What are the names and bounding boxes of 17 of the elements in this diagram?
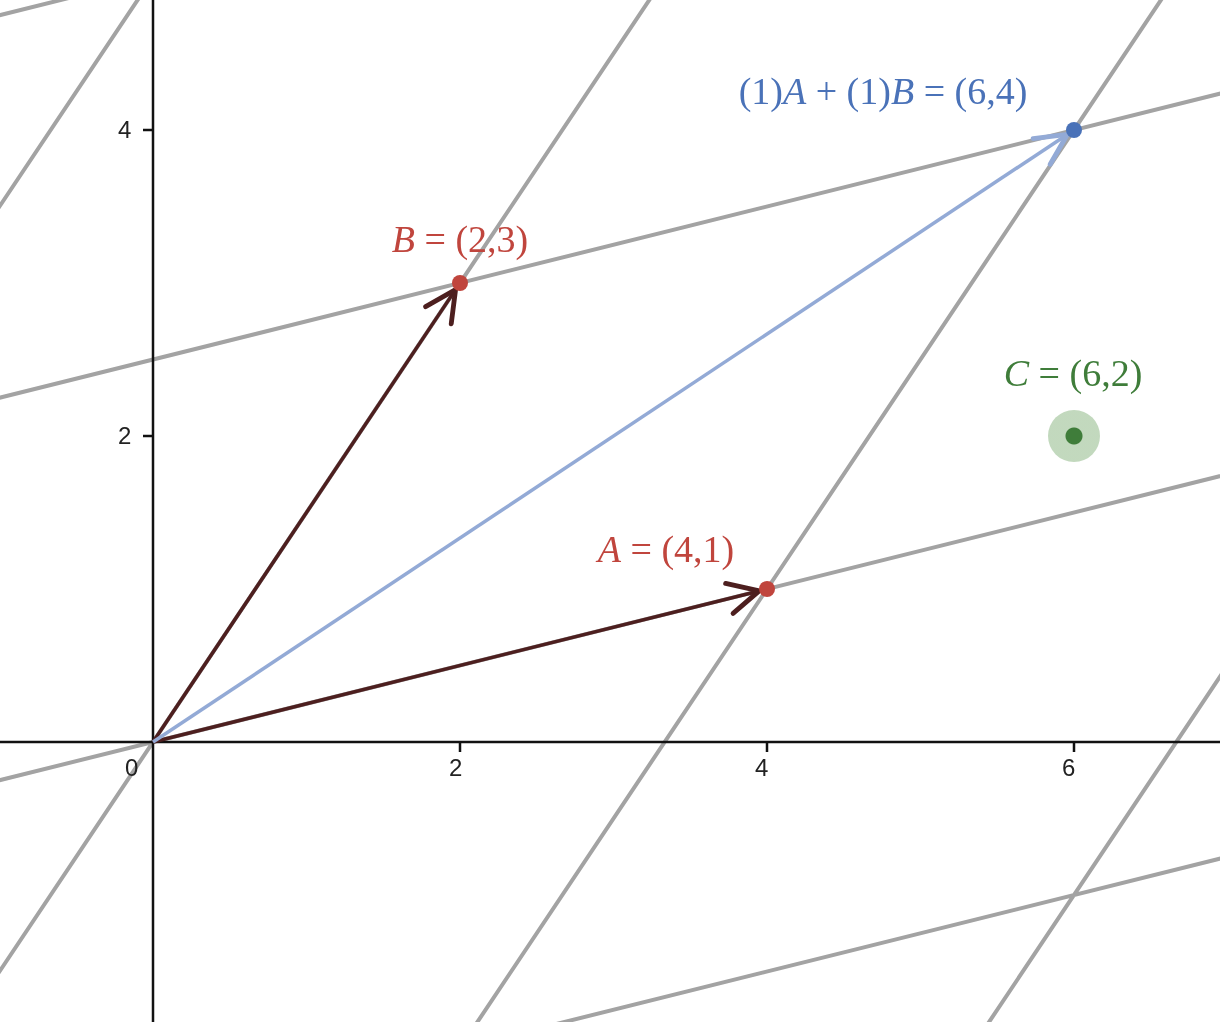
vector-arrow: [152, 132, 1070, 744]
point-label: A = (4,1): [597, 529, 735, 571]
tick-label: 4: [755, 756, 769, 780]
point-label: (1)A + (1)B = (6,4): [738, 71, 1028, 113]
point-marker: [1048, 410, 1100, 462]
tick-label: 2: [449, 756, 463, 780]
tick-label: 0: [125, 756, 139, 780]
point-marker: [452, 275, 468, 291]
tick-label: 4: [118, 118, 132, 142]
point-marker: [759, 581, 775, 597]
tick-label: 2: [118, 424, 132, 448]
point-marker: [1066, 122, 1082, 138]
tick-label: 6: [1062, 756, 1076, 780]
vector-arrow: [151, 287, 458, 743]
point-label: B = (2,3): [391, 219, 529, 261]
point-label: C = (6,2): [1003, 353, 1143, 395]
vector-arrow: [152, 581, 762, 744]
